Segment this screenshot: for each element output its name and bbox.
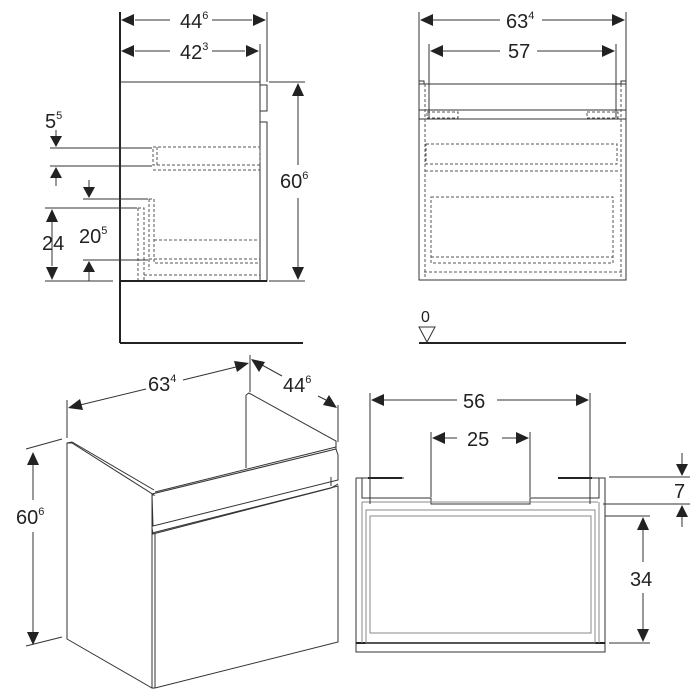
cabinet-side-body (119, 81, 261, 282)
dim-section-cutout-width: 25 (467, 429, 489, 451)
dim-section-drawer-height: 34 (630, 569, 652, 591)
dim-side-lower-inner: 205 (79, 225, 107, 248)
front-view: 634 57 0 (418, 10, 627, 344)
section-view: 56 25 7 34 (355, 391, 690, 653)
dim-front-width-inner: 57 (508, 41, 530, 63)
dim-side-depth-total: 446 (180, 10, 208, 33)
dim-section-top-height: 7 (674, 481, 685, 503)
front-drawer-panel (259, 121, 268, 282)
dim-iso-height: 606 (16, 506, 44, 529)
floor-level-label: 0 (421, 309, 430, 326)
dim-section-inner-width: 56 (463, 391, 485, 413)
isometric-view: 634 446 606 (16, 355, 339, 689)
dim-iso-depth: 446 (283, 374, 311, 397)
side-view: 446 423 606 55 24 205 (42, 10, 308, 344)
dim-side-depth-body: 423 (180, 41, 208, 64)
dim-iso-width: 634 (148, 373, 176, 396)
cabinet-front-body (418, 83, 627, 281)
front-top-panel (259, 84, 268, 112)
dim-side-height-total: 606 (280, 170, 308, 193)
dim-side-upper-zone: 55 (45, 110, 62, 133)
floor-level-marker-icon (418, 326, 436, 344)
dim-side-lower-outer: 24 (42, 233, 64, 255)
dim-front-width-total: 634 (506, 10, 534, 33)
